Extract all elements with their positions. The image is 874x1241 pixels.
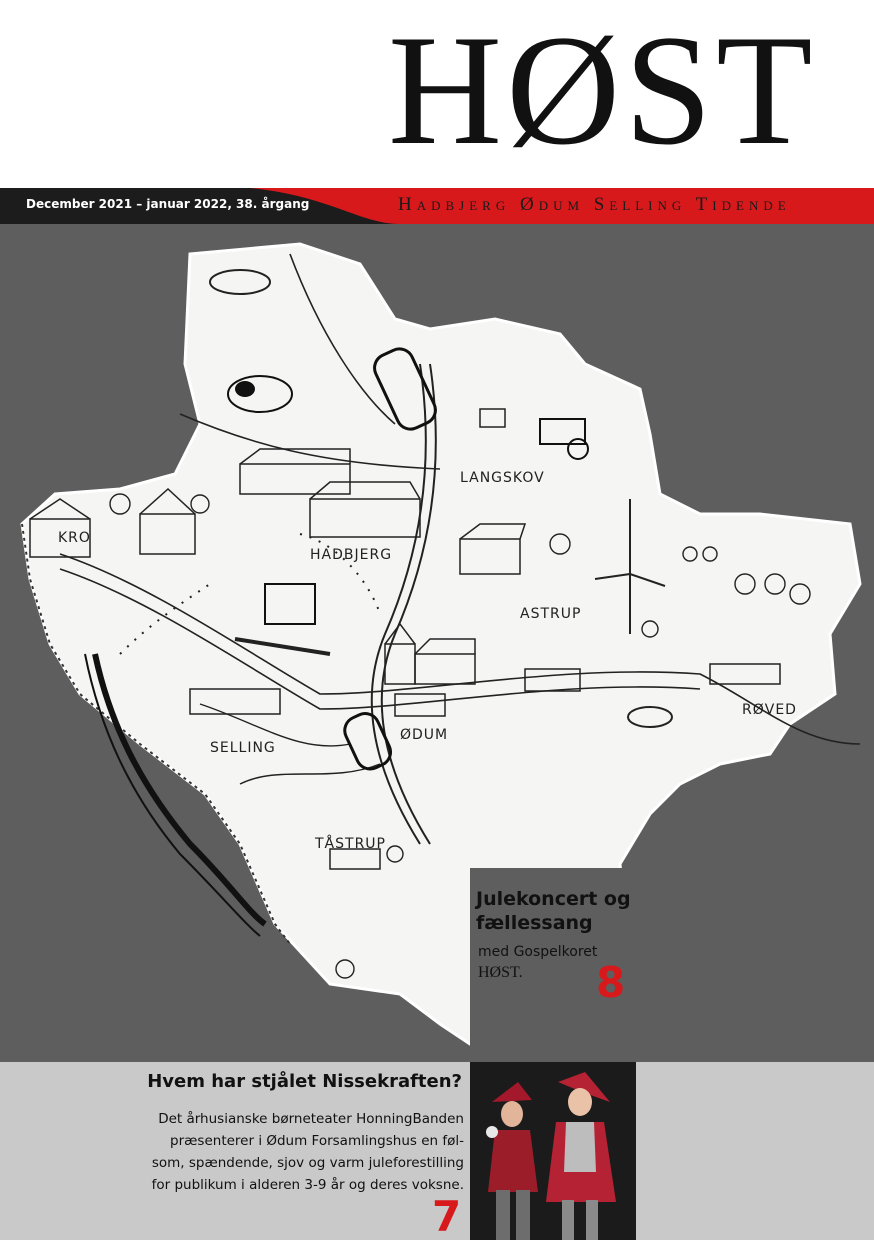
theatre-body-line: Det århusianske børneteater HonningBande… [158, 1111, 464, 1127]
concert-title-line2: fællessang [476, 912, 593, 934]
map-label-hadbjerg: HADBJERG [310, 547, 392, 563]
theatre-promo-body: Det århusianske børneteater HonningBande… [112, 1108, 464, 1196]
concert-page-number[interactable]: 8 [596, 958, 626, 1007]
concert-promo-subtitle: med Gospelkoret [478, 944, 598, 960]
map-label-tastrup: TÅSTRUP [314, 835, 386, 852]
concert-promo-box [470, 868, 636, 1062]
red-swoosh [250, 188, 874, 224]
host-logo: HØST [388, 3, 817, 178]
map-region-shape [20, 242, 862, 1046]
theatre-page-number[interactable]: 7 [432, 1192, 462, 1241]
theatre-body-line: som, spændende, sjov og varm juleforesti… [151, 1155, 464, 1171]
theatre-performers-photo [470, 1062, 636, 1240]
bottom-right-band [636, 1062, 874, 1240]
concert-promo-title[interactable]: Julekoncert og fællessang [476, 887, 636, 935]
paper-tagline: Hadbjerg Ødum Selling Tidende [398, 194, 791, 215]
village-map-illustration: KRO HADBJERG LANGSKOV ASTRUP SELLING ØDU… [20, 242, 862, 1046]
concert-title-line1: Julekoncert og [476, 888, 631, 910]
theatre-promo-title[interactable]: Hvem har stjålet Nissekraften? [147, 1071, 462, 1092]
map-label-astrup: ASTRUP [520, 606, 581, 622]
theatre-body-line: for publikum i alderen 3-9 år og deres v… [151, 1177, 464, 1193]
map-label-langskov: LANGSKOV [460, 470, 545, 486]
map-label-kro: KRO [58, 530, 91, 546]
theatre-body-line: præsenterer i Ødum Forsamlingshus en føl… [170, 1133, 464, 1149]
map-label-odum: ØDUM [400, 727, 448, 743]
masthead: HØST [0, 0, 874, 188]
concert-promo-host-logo: HØST. [478, 964, 523, 981]
map-label-roved: RØVED [742, 702, 797, 718]
map-label-selling: SELLING [210, 740, 276, 756]
issue-dateline: December 2021 – januar 2022, 38. årgang [26, 197, 310, 211]
